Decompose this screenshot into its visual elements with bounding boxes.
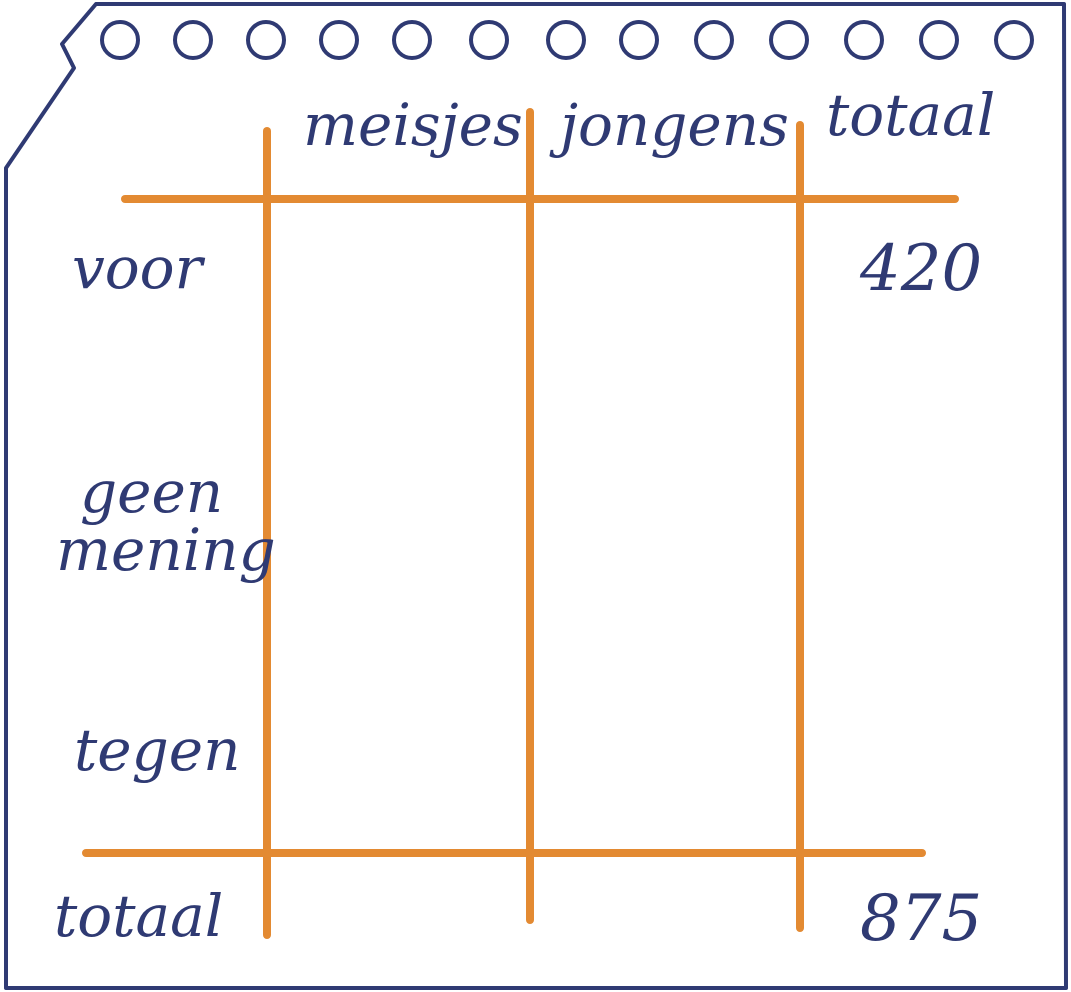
binding-hole (844, 20, 884, 60)
binding-hole (319, 20, 359, 60)
cell-voor-totaal: 420 (859, 232, 982, 306)
cell-totaal-totaal: 875 (860, 882, 982, 956)
binding-hole (546, 20, 586, 60)
binding-hole (246, 20, 286, 60)
column-header-meisjes: meisjes (303, 91, 523, 159)
binding-hole (392, 20, 432, 60)
binding-hole (100, 20, 140, 60)
row-label-geen: geen (80, 458, 223, 526)
binding-hole (469, 20, 509, 60)
binding-hole (919, 20, 959, 60)
column-header-totaal: totaal (826, 81, 995, 149)
binding-hole (173, 20, 213, 60)
binding-holes (100, 20, 1034, 60)
row-label-tegen: tegen (74, 716, 240, 784)
binding-hole (619, 20, 659, 60)
binding-hole (694, 20, 734, 60)
row-label-voor: voor (72, 234, 206, 302)
row-label-totaal: totaal (54, 882, 223, 950)
binding-hole (769, 20, 809, 60)
row-label-mening: mening (56, 516, 276, 584)
table-grid (82, 108, 959, 939)
column-header-jongens: jongens (549, 91, 789, 159)
binding-hole (994, 20, 1034, 60)
